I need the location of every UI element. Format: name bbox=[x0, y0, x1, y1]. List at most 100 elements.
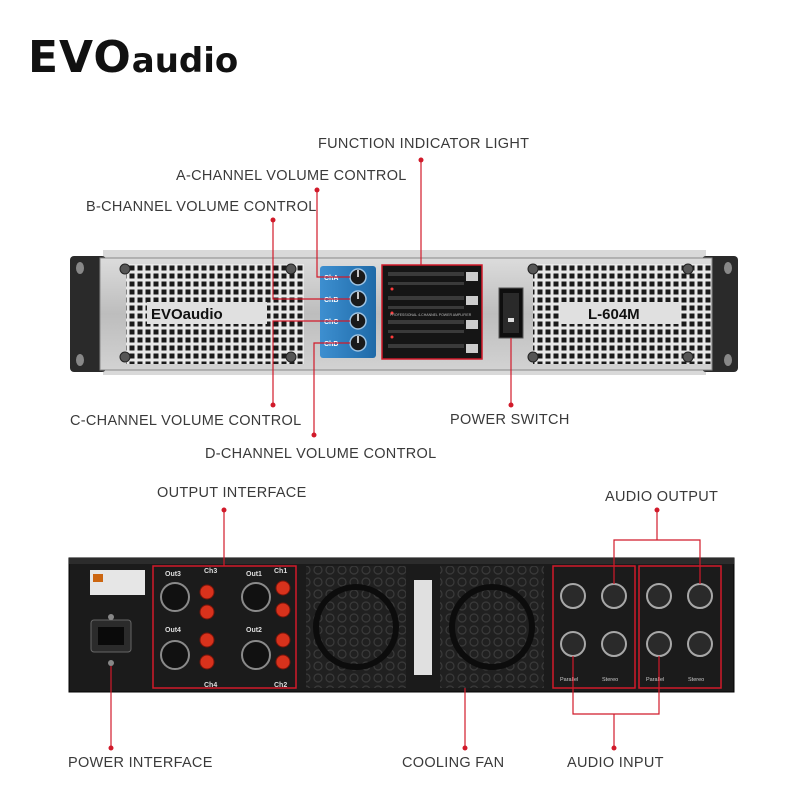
rack-slot bbox=[76, 354, 84, 366]
label-b-channel-volume: B-CHANNEL VOLUME CONTROL bbox=[86, 199, 317, 215]
channel-tag bbox=[466, 296, 478, 305]
knob-label-c: ChC bbox=[324, 319, 338, 326]
binding-post[interactable] bbox=[199, 632, 215, 648]
xlr-connector[interactable] bbox=[601, 631, 627, 657]
rating-label bbox=[90, 570, 145, 595]
xlr-connector[interactable] bbox=[601, 583, 627, 609]
binding-post[interactable] bbox=[199, 604, 215, 620]
power-switch-rocker[interactable] bbox=[503, 293, 519, 333]
binding-post[interactable] bbox=[199, 654, 215, 670]
xlr-group-left bbox=[552, 565, 636, 689]
callout-line bbox=[313, 342, 350, 435]
callout-line bbox=[272, 320, 350, 405]
ch-label: Ch3 bbox=[204, 568, 217, 575]
speakon-connector[interactable] bbox=[160, 640, 190, 670]
ch-label: Ch2 bbox=[274, 682, 287, 689]
indicator-row bbox=[388, 282, 464, 285]
knob-label-b: ChB bbox=[324, 297, 338, 304]
callout-dot bbox=[270, 217, 276, 223]
callout-dot bbox=[611, 745, 617, 751]
rack-ear-left bbox=[70, 256, 106, 372]
front-brand-text: EVOaudio bbox=[151, 306, 223, 323]
indicator-row bbox=[388, 320, 464, 324]
panel-tagline: PROFESSIONAL 4-CHANNEL POWER AMPLIFIER bbox=[390, 313, 472, 317]
binding-post[interactable] bbox=[275, 654, 291, 670]
speakon-connector[interactable] bbox=[160, 582, 190, 612]
label-power-interface: POWER INTERFACE bbox=[68, 755, 213, 771]
callout-line bbox=[572, 656, 660, 715]
callout-dot bbox=[462, 745, 468, 751]
channel-tag bbox=[466, 344, 478, 353]
xlr-connector[interactable] bbox=[646, 583, 672, 609]
brand-plate bbox=[147, 302, 267, 324]
warning-icon bbox=[93, 574, 103, 582]
callout-dot bbox=[270, 402, 276, 408]
label-d-channel-volume: D-CHANNEL VOLUME CONTROL bbox=[205, 446, 437, 462]
rack-slot bbox=[76, 262, 84, 274]
xlr-connector[interactable] bbox=[687, 583, 713, 609]
out-label: Out1 bbox=[246, 571, 262, 578]
indicator-led bbox=[390, 335, 394, 339]
xlr-group-right bbox=[638, 565, 722, 689]
channel-tag bbox=[466, 272, 478, 281]
compliance-label bbox=[414, 580, 432, 675]
out-label: Out2 bbox=[246, 627, 262, 634]
function-indicator-display bbox=[381, 264, 483, 360]
indicator-led bbox=[390, 311, 394, 315]
xlr-connector[interactable] bbox=[646, 631, 672, 657]
power-inlet-socket bbox=[98, 627, 124, 645]
model-number: L-604M bbox=[588, 306, 640, 323]
label-power-switch: POWER SWITCH bbox=[450, 412, 570, 428]
label-output-interface: OUTPUT INTERFACE bbox=[157, 485, 307, 501]
binding-post[interactable] bbox=[275, 602, 291, 618]
xlr-connector[interactable] bbox=[560, 631, 586, 657]
front-panel: EVOaudio L-604M ChA ChB ChC ChD bbox=[70, 250, 738, 375]
speakon-connector[interactable] bbox=[241, 582, 271, 612]
channel-tag bbox=[466, 320, 478, 329]
power-switch-mark bbox=[508, 318, 514, 322]
binding-post[interactable] bbox=[275, 632, 291, 648]
label-cooling-fan: COOLING FAN bbox=[402, 755, 505, 771]
xlr-group-label: Stereo bbox=[602, 677, 618, 683]
screw bbox=[285, 263, 297, 275]
callout-dot bbox=[221, 507, 227, 513]
power-inlet-screw bbox=[108, 660, 114, 666]
model-plate bbox=[560, 302, 680, 324]
callout-line bbox=[613, 539, 701, 584]
indicator-row bbox=[388, 344, 464, 348]
evoaudio-logo: EVOaudio bbox=[28, 32, 239, 83]
indicator-row bbox=[388, 330, 464, 333]
out-label: Out3 bbox=[165, 571, 181, 578]
callout-dot bbox=[314, 187, 320, 193]
ch-label: Ch1 bbox=[274, 568, 287, 575]
volume-knob-strip bbox=[320, 266, 376, 358]
rack-slot bbox=[724, 354, 732, 366]
knob-label-d: ChD bbox=[324, 341, 338, 348]
rear-top-edge bbox=[69, 558, 734, 564]
screw bbox=[682, 351, 694, 363]
label-c-channel-volume: C-CHANNEL VOLUME CONTROL bbox=[70, 413, 302, 429]
xlr-group-label: Stereo bbox=[688, 677, 704, 683]
callout-dot bbox=[108, 745, 114, 751]
ch-label: Ch4 bbox=[204, 682, 217, 689]
label-function-indicator-light: FUNCTION INDICATOR LIGHT bbox=[318, 136, 530, 152]
xlr-connector[interactable] bbox=[687, 631, 713, 657]
callout-dot bbox=[311, 432, 317, 438]
rack-slot bbox=[724, 262, 732, 274]
binding-post[interactable] bbox=[275, 580, 291, 596]
callout-dot bbox=[654, 507, 660, 513]
callout-dot bbox=[418, 157, 424, 163]
rear-panel: Out3 Out1 Out4 Out2 Ch3 Ch1 Ch4 Ch2 bbox=[68, 557, 735, 693]
callout-lines bbox=[110, 160, 701, 748]
power-inlet-screw bbox=[108, 614, 114, 620]
screw bbox=[682, 263, 694, 275]
speakon-connector[interactable] bbox=[241, 640, 271, 670]
indicator-row bbox=[388, 306, 464, 309]
binding-post[interactable] bbox=[199, 584, 215, 600]
indicator-row bbox=[388, 296, 464, 300]
knob-label-a: ChA bbox=[324, 275, 338, 282]
screw bbox=[527, 263, 539, 275]
xlr-group-label: Parallel bbox=[560, 677, 578, 683]
screw bbox=[119, 263, 131, 275]
xlr-connector[interactable] bbox=[560, 583, 586, 609]
